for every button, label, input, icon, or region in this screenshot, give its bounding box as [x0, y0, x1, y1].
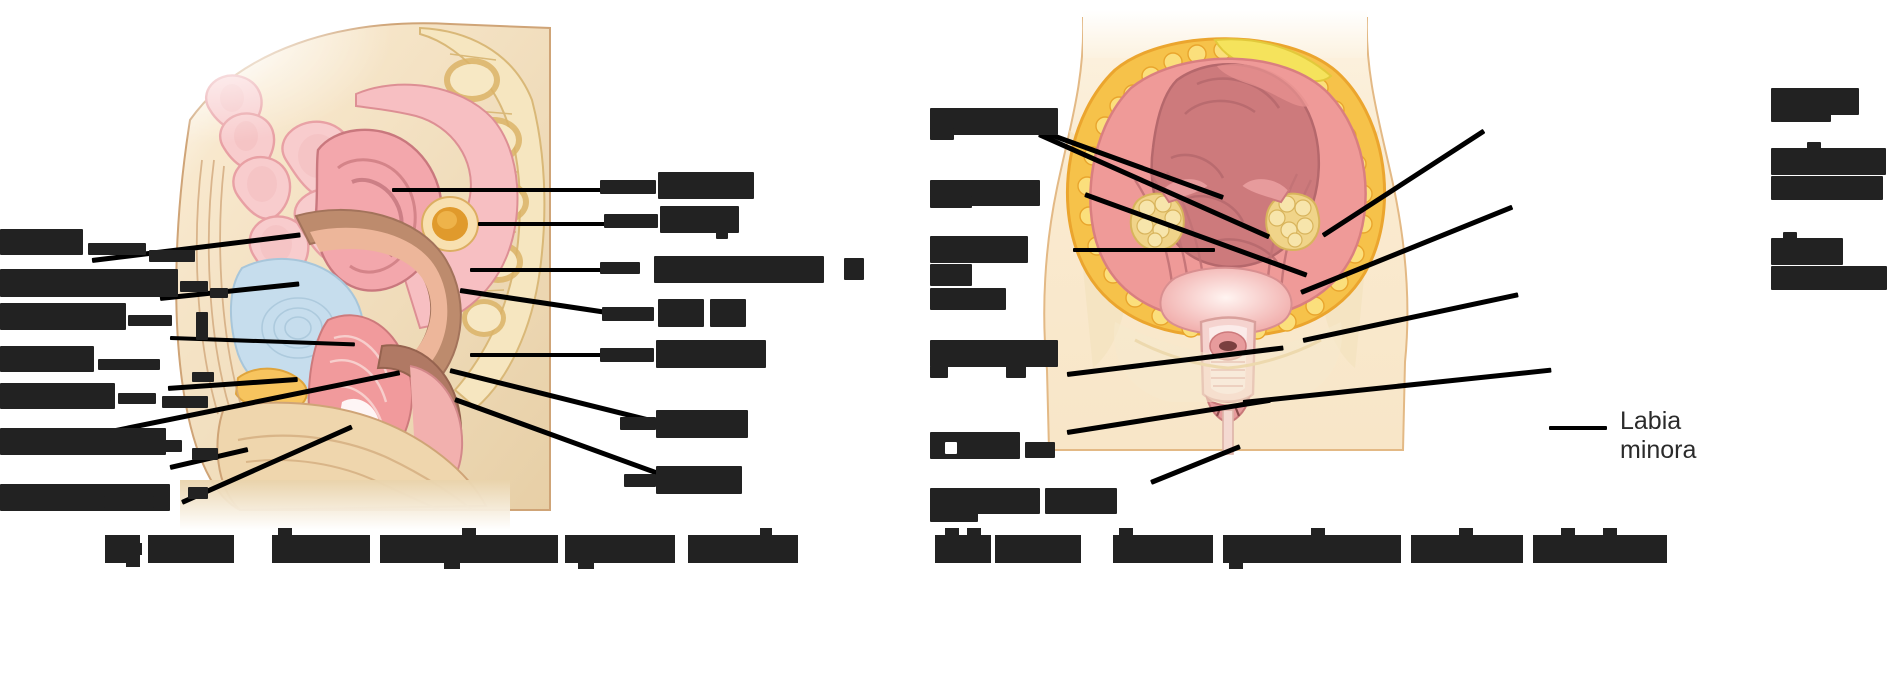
panel-b-anterior-view: Labia minora — [930, 0, 1889, 679]
panel-a-sagittal-view — [0, 10, 864, 569]
ovary-shape — [421, 196, 479, 252]
leader-line-a-r5 — [470, 353, 634, 357]
leader-line-a-r1 — [392, 188, 634, 192]
leader-line-b-l3 — [1073, 248, 1215, 252]
label-b-labia-minora: Labia minora — [1620, 407, 1697, 464]
ovary-right-shape — [1265, 192, 1321, 252]
leader-line-b-labia-minora-tick — [1549, 426, 1607, 430]
panel-b-illustration — [1043, 10, 1409, 455]
leader-line-a-r3 — [470, 268, 635, 272]
leader-line-a-r2 — [478, 222, 634, 226]
